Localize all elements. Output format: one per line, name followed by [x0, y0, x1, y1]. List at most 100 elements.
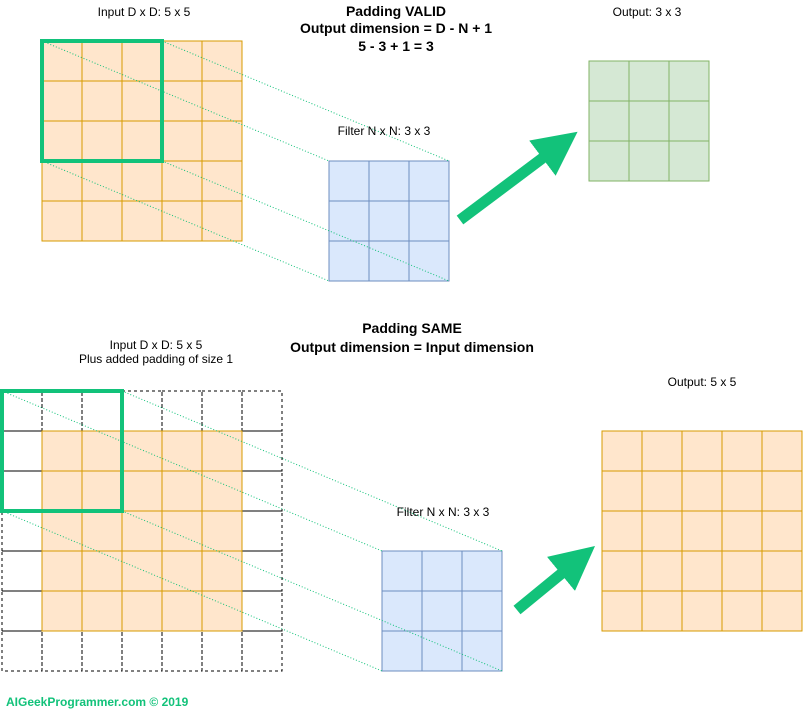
projection-line — [41, 40, 330, 162]
same-title: Padding SAME — [362, 320, 462, 336]
valid-formula: Output dimension = D - N + 1 — [300, 20, 492, 36]
grid-cell — [81, 40, 123, 82]
grid-cell — [681, 470, 723, 512]
grid-cell — [41, 430, 83, 472]
grid-cell — [641, 550, 683, 592]
grid-cell — [628, 140, 670, 182]
same-output-grid — [601, 430, 803, 632]
grid-cell — [41, 510, 83, 552]
grid-cell — [408, 240, 450, 282]
grid-cell — [161, 40, 203, 82]
grid-cell — [761, 470, 803, 512]
grid-cell — [121, 80, 163, 122]
grid-cell — [601, 590, 643, 632]
grid-cell — [381, 550, 423, 592]
grid-cell — [1, 550, 43, 592]
grid-cell — [241, 430, 283, 472]
grid-cell — [668, 100, 710, 142]
same-input-label: Input D x D: 5 x 5 — [110, 338, 203, 352]
grid-cell — [1, 470, 43, 512]
grid-cell — [461, 550, 503, 592]
same-arrow — [513, 546, 596, 615]
grid-cell — [81, 120, 123, 162]
grid-cell — [368, 160, 410, 202]
grid-cell — [161, 80, 203, 122]
valid-receptive-field-highlight — [40, 39, 164, 163]
projection-line — [41, 160, 330, 282]
grid-cell — [81, 390, 123, 432]
grid-cell — [121, 160, 163, 202]
grid-cell — [41, 120, 83, 162]
grid-cell — [241, 470, 283, 512]
valid-output-label: Output: 3 x 3 — [613, 5, 682, 19]
copyright-footer: AIGeekProgrammer.com © 2019 — [6, 695, 189, 709]
grid-cell — [41, 550, 83, 592]
grid-cell — [201, 80, 243, 122]
grid-cell — [81, 550, 123, 592]
grid-cell — [368, 240, 410, 282]
grid-cell — [668, 60, 710, 102]
grid-cell — [81, 590, 123, 632]
grid-cell — [588, 140, 630, 182]
grid-cell — [161, 630, 203, 672]
grid-cell — [41, 470, 83, 512]
grid-cell — [601, 470, 643, 512]
grid-cell — [201, 510, 243, 552]
valid-filter-grid — [328, 160, 450, 282]
grid-cell — [1, 430, 43, 472]
grid-cell — [641, 590, 683, 632]
grid-cell — [81, 160, 123, 202]
grid-cell — [121, 390, 163, 432]
grid-cell — [601, 430, 643, 472]
same-filter-label: Filter N x N: 3 x 3 — [397, 505, 490, 519]
grid-cell — [368, 200, 410, 242]
grid-cell — [241, 510, 283, 552]
grid-cell — [461, 590, 503, 632]
grid-cell — [41, 160, 83, 202]
grid-cell — [121, 510, 163, 552]
grid-cell — [668, 140, 710, 182]
grid-cell — [641, 510, 683, 552]
grid-cell — [81, 630, 123, 672]
grid-cell — [41, 390, 83, 432]
grid-cell — [41, 40, 83, 82]
projection-line — [161, 160, 450, 282]
grid-cell — [41, 630, 83, 672]
grid-cell — [641, 470, 683, 512]
grid-cell — [761, 430, 803, 472]
grid-cell — [381, 630, 423, 672]
grid-cell — [121, 200, 163, 242]
grid-cell — [161, 160, 203, 202]
grid-cell — [201, 590, 243, 632]
grid-cell — [721, 470, 763, 512]
grid-cell — [421, 630, 463, 672]
grid-cell — [408, 200, 450, 242]
valid-projection-lines — [41, 40, 450, 282]
grid-cell — [641, 430, 683, 472]
grid-cell — [121, 40, 163, 82]
valid-filter-label: Filter N x N: 3 x 3 — [338, 124, 431, 138]
grid-cell — [201, 430, 243, 472]
grid-cell — [721, 550, 763, 592]
grid-cell — [241, 630, 283, 672]
grid-cell — [161, 510, 203, 552]
grid-cell — [201, 470, 243, 512]
grid-cell — [121, 550, 163, 592]
grid-cell — [201, 550, 243, 592]
grid-cell — [161, 470, 203, 512]
grid-cell — [121, 630, 163, 672]
grid-cell — [1, 510, 43, 552]
valid-calculation: 5 - 3 + 1 = 3 — [358, 38, 434, 54]
grid-cell — [81, 80, 123, 122]
same-padding-label: Plus added padding of size 1 — [79, 352, 233, 366]
grid-cell — [41, 200, 83, 242]
grid-cell — [41, 80, 83, 122]
grid-cell — [328, 240, 370, 282]
grid-cell — [328, 160, 370, 202]
grid-cell — [241, 550, 283, 592]
valid-arrow — [456, 131, 578, 225]
grid-cell — [201, 40, 243, 82]
grid-cell — [161, 550, 203, 592]
valid-output-grid — [588, 60, 710, 182]
